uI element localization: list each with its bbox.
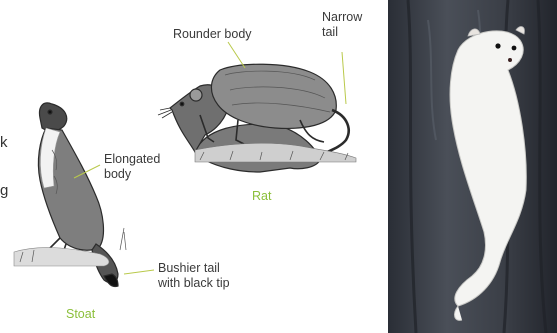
label-elongated-body-line-2: body (104, 167, 160, 182)
rat-illustration (158, 64, 356, 172)
label-bushier-tail-line-2: with black tip (158, 276, 230, 291)
stoat-illustration (14, 103, 126, 287)
leader-rounder-body (228, 42, 245, 68)
caption-rat: Rat (252, 189, 271, 203)
stoat-photo (388, 0, 557, 333)
label-narrow-tail-line-2: tail (322, 25, 362, 40)
label-elongated-body-line-1: Elongated (104, 152, 160, 167)
label-elongated-body: Elongated body (104, 152, 160, 182)
label-narrow-tail-line-1: Narrow (322, 10, 362, 25)
label-bushier-tail-line-1: Bushier tail (158, 261, 230, 276)
caption-stoat: Stoat (66, 307, 95, 321)
label-bushier-tail: Bushier tail with black tip (158, 261, 230, 291)
leader-narrow-tail (342, 52, 346, 104)
label-rounder-body: Rounder body (173, 27, 252, 42)
stoat-photo-image (388, 0, 557, 333)
leader-bushier-tail (124, 270, 154, 274)
label-narrow-tail: Narrow tail (322, 10, 362, 40)
